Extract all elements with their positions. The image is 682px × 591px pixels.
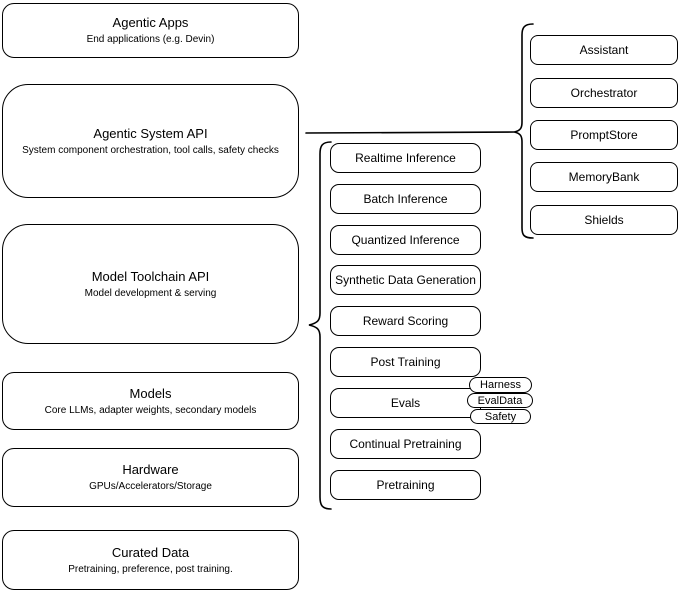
- component-assistant: Assistant: [530, 35, 678, 65]
- service-label: Evals: [390, 396, 421, 410]
- layer-title: Hardware: [122, 462, 179, 477]
- service-pretraining: Pretraining: [330, 470, 481, 500]
- service-reward-scoring: Reward Scoring: [330, 306, 481, 336]
- layer-title: Models: [129, 385, 172, 401]
- service-quantized-inference: Quantized Inference: [330, 225, 481, 255]
- service-label: Pretraining: [376, 478, 435, 492]
- layer-title: Agentic System API: [93, 125, 208, 141]
- layer-title: Curated Data: [111, 544, 190, 560]
- service-label: Continual Pretraining: [349, 437, 462, 451]
- service-realtime-inference: Realtime Inference: [330, 143, 481, 173]
- service-label: Reward Scoring: [362, 314, 449, 328]
- eval-pill-label: EvalData: [477, 394, 523, 407]
- layer-subtitle: Model development & serving: [84, 287, 217, 299]
- eval-pill-harness: Harness: [469, 377, 532, 393]
- layer-subtitle: End applications (e.g. Devin): [86, 34, 215, 45]
- eval-pill-evaldata: EvalData: [467, 393, 533, 408]
- component-orchestrator: Orchestrator: [530, 78, 678, 108]
- layer-title: Model Toolchain API: [91, 268, 210, 284]
- connector-line: [305, 131, 516, 134]
- layer-models: Models Core LLMs, adapter weights, secon…: [2, 372, 299, 430]
- component-memorybank: MemoryBank: [530, 162, 678, 192]
- service-label: Batch Inference: [363, 192, 448, 206]
- eval-pill-safety: Safety: [470, 409, 531, 424]
- layer-subtitle: Core LLMs, adapter weights, secondary mo…: [44, 404, 257, 416]
- component-shields: Shields: [530, 205, 678, 235]
- component-label: MemoryBank: [568, 170, 640, 184]
- service-evals: Evals: [330, 388, 481, 418]
- eval-pill-label: Safety: [484, 410, 517, 423]
- layer-subtitle: System component orchestration, tool cal…: [22, 144, 279, 156]
- service-batch-inference: Batch Inference: [330, 184, 481, 214]
- layer-agentic-system-api: Agentic System API System component orch…: [2, 84, 299, 198]
- component-promptstore: PromptStore: [530, 120, 678, 150]
- toolchain-brace: [308, 141, 332, 510]
- component-label: Shields: [584, 213, 624, 227]
- layer-curated-data: Curated Data Pretraining, preference, po…: [2, 530, 299, 590]
- components-brace: [514, 23, 534, 239]
- service-label: Synthetic Data Generation: [335, 273, 476, 287]
- component-label: Assistant: [579, 43, 629, 57]
- layer-agentic-apps: Agentic Apps End applications (e.g. Devi…: [2, 3, 299, 58]
- layer-title: Agentic Apps: [112, 15, 189, 30]
- eval-pill-label: Harness: [480, 379, 521, 391]
- layer-model-toolchain-api: Model Toolchain API Model development & …: [2, 224, 299, 344]
- component-label: Orchestrator: [570, 86, 638, 100]
- service-label: Realtime Inference: [355, 151, 456, 165]
- service-label: Post Training: [370, 355, 441, 369]
- component-label: PromptStore: [570, 128, 638, 142]
- service-label: Quantized Inference: [351, 233, 460, 247]
- layer-hardware: Hardware GPUs/Accelerators/Storage: [2, 448, 299, 507]
- service-continual-pretraining: Continual Pretraining: [330, 429, 481, 459]
- layer-subtitle: GPUs/Accelerators/Storage: [89, 481, 212, 492]
- layer-subtitle: Pretraining, preference, post training.: [68, 563, 233, 575]
- service-post-training: Post Training: [330, 347, 481, 377]
- service-synthetic-data-generation: Synthetic Data Generation: [330, 265, 481, 295]
